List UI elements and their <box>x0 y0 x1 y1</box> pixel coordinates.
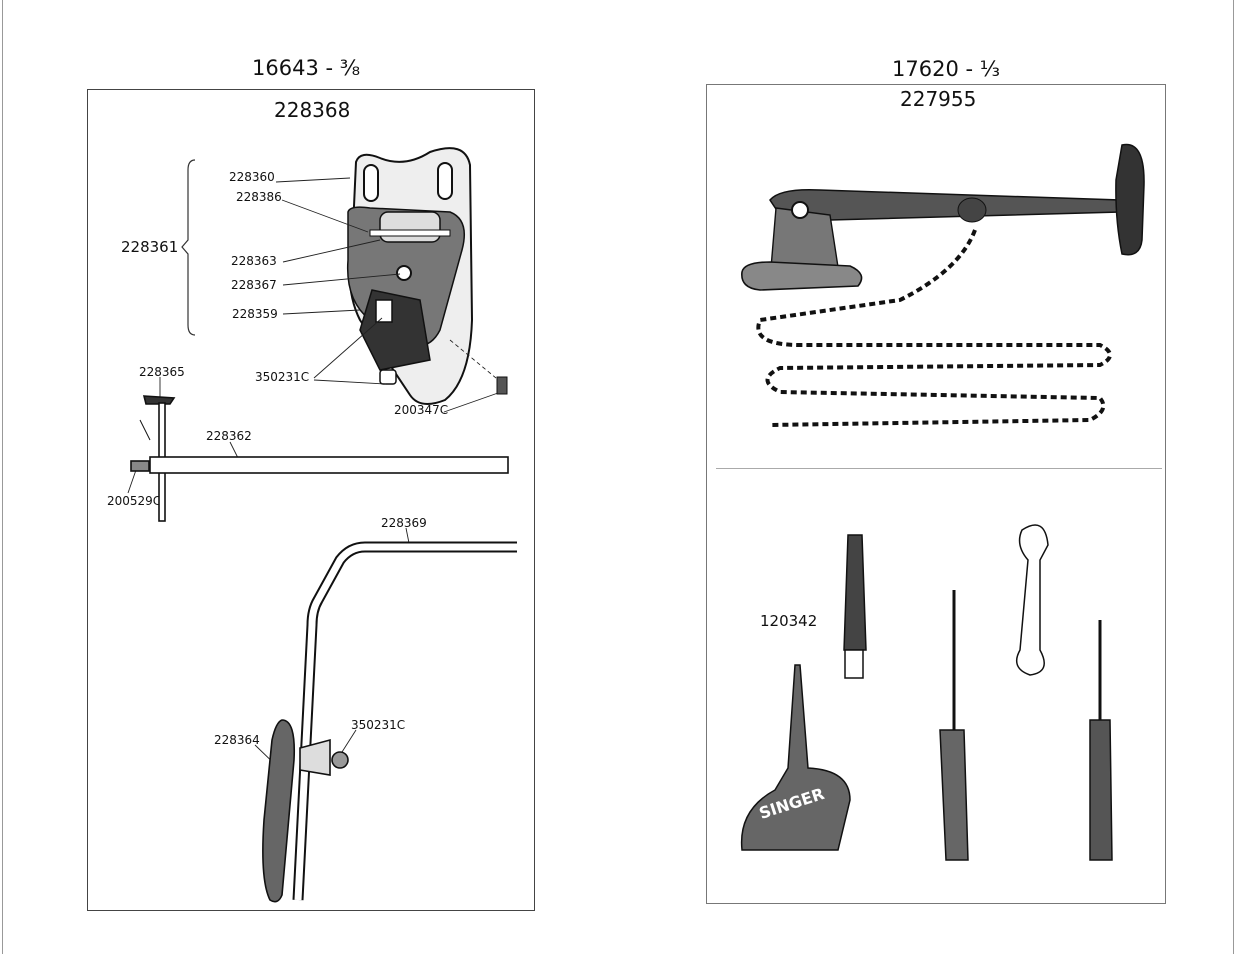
part-label-228367: 228367 <box>231 278 277 292</box>
part-label-228369: 228369 <box>381 516 427 530</box>
knee-pad-drawing <box>262 719 349 903</box>
part-label-350231c-b: 350231C <box>351 718 406 732</box>
oil-can <box>740 664 851 851</box>
right-figure-frame <box>706 84 1166 904</box>
part-label-200347c: 200347C <box>394 403 449 417</box>
tools-drawing <box>740 524 1113 861</box>
group-brace <box>181 159 196 336</box>
part-label-228362: 228362 <box>206 429 252 443</box>
part-label-228365: 228365 <box>139 365 185 379</box>
part-label-228359: 228359 <box>232 307 278 321</box>
right-frame-divider <box>716 468 1162 469</box>
part-label-350231c-a: 350231C <box>255 370 310 384</box>
screwdriver-medium <box>939 729 969 861</box>
part-label-228364: 228364 <box>214 733 260 747</box>
assembly-number: 228368 <box>274 98 351 122</box>
right-assembly-number: 227955 <box>900 87 977 111</box>
left-page-header: 16643 - ³⁄₈ <box>252 56 361 80</box>
upper-leader-lines <box>127 177 499 773</box>
screwdriver-handle-small <box>843 534 867 651</box>
part-label-228386: 228386 <box>236 190 282 204</box>
group-label: 228361 <box>121 238 179 256</box>
part-label-228360: 228360 <box>229 170 275 184</box>
part-label-120342: 120342 <box>760 612 818 630</box>
right-page-header: 17620 - ¹⁄₃ <box>892 57 1001 81</box>
bent-rod-drawing <box>292 541 517 901</box>
knee-lifter-rod-drawing <box>130 395 509 522</box>
hinge-plate-drawing <box>346 147 474 405</box>
screw-200347c <box>496 376 508 395</box>
left-figure-frame <box>87 89 535 911</box>
right-page-edge <box>1233 0 1234 954</box>
wrench <box>1015 524 1049 676</box>
left-page-edge <box>2 0 3 954</box>
part-label-228363: 228363 <box>231 254 277 268</box>
bobbin-winder-bracket-drawing <box>741 143 1145 427</box>
part-label-200529c: 200529C <box>107 494 162 508</box>
screwdriver-large <box>1089 719 1113 861</box>
